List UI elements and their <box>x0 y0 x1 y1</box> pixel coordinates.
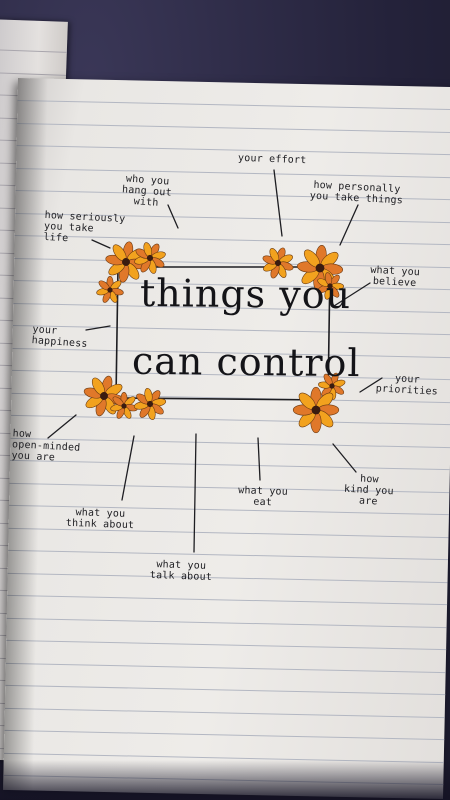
bottom-shadow <box>0 760 450 800</box>
line-your-effort <box>273 169 283 237</box>
line-your-happiness <box>85 325 111 331</box>
flower <box>110 392 138 419</box>
label-your-priorities: your priorities <box>375 373 439 398</box>
line-what-you-believe <box>333 282 371 307</box>
line-your-priorities <box>359 377 383 393</box>
title-line-1: things you <box>139 270 352 318</box>
label-how-seriously-you-take-life: how seriously you take life <box>43 209 126 245</box>
line-what-you-think <box>121 435 135 501</box>
flower <box>96 276 124 303</box>
label-what-you-think-about: what you think about <box>65 507 135 532</box>
line-what-you-talk <box>193 433 197 553</box>
line-how-kind <box>332 443 357 473</box>
label-how-open-minded-you-are: how open-minded you are <box>11 428 81 464</box>
label-what-you-believe: what you believe <box>370 264 421 290</box>
label-your-effort: your effort <box>237 152 307 167</box>
title-line-2: can control <box>131 338 361 386</box>
label-what-you-eat: what you eat <box>238 485 289 509</box>
flower <box>134 242 166 274</box>
flower <box>292 386 340 434</box>
label-how-kind-you-are: how kind you are <box>343 473 395 508</box>
label-what-you-talk-about: what you talk about <box>149 559 213 584</box>
flower <box>83 375 125 417</box>
flower <box>262 247 294 279</box>
flower <box>317 272 344 300</box>
line-who-you-hang-out <box>167 204 179 229</box>
label-your-happiness: your happiness <box>31 324 88 350</box>
flower <box>133 387 167 421</box>
line-how-open-minded <box>47 414 77 439</box>
line-what-you-eat <box>257 437 261 481</box>
flower-clusters <box>83 241 346 434</box>
flower <box>318 372 346 400</box>
line-how-personally <box>339 204 359 246</box>
connector-lines <box>47 169 383 553</box>
label-who-you-hang-out-with: who you hang out with <box>121 173 173 209</box>
line-how-seriously <box>91 239 111 249</box>
